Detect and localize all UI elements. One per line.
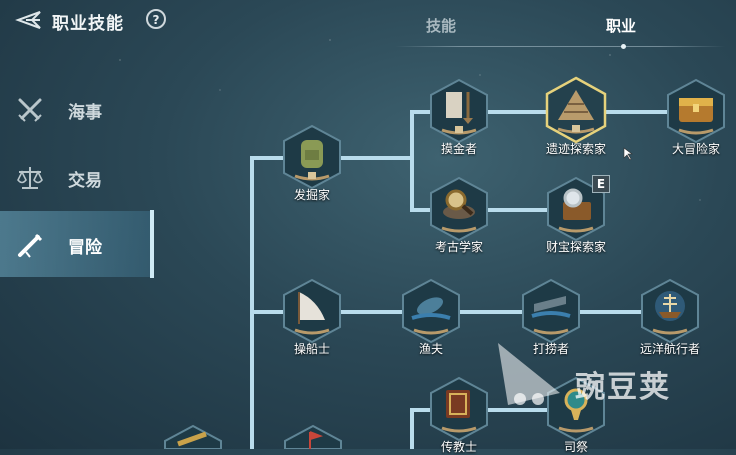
career-node-salvager[interactable]: 打捞者	[511, 278, 591, 357]
career-node-sailor[interactable]: 操船士	[272, 278, 352, 357]
mouse-cursor-icon	[623, 147, 633, 161]
tab-divider	[395, 46, 725, 47]
sidebar-item-label: 冒险	[68, 238, 102, 258]
chalice-icon	[547, 376, 605, 442]
treasure-chest-icon	[667, 78, 725, 144]
watermark-logo-icon	[498, 343, 560, 405]
tab-active-indicator	[621, 44, 626, 49]
page-title: 职业技能	[52, 14, 124, 34]
badge-equipped: E	[592, 175, 610, 193]
fish-icon	[402, 278, 460, 344]
career-node-gold-digger[interactable]: 摸金者	[419, 78, 499, 157]
career-node-great-adventurer[interactable]: 大冒险家	[656, 78, 736, 157]
help-button[interactable]: ?	[146, 9, 166, 29]
career-node-ocean-navigator[interactable]: 远洋航行者	[630, 278, 710, 357]
watermark-text: 豌豆荚	[575, 370, 671, 405]
sidebar-item-maritime[interactable]: 海事	[0, 76, 152, 142]
career-node-missionary[interactable]: 传教士	[419, 376, 499, 455]
sidebar-item-adventure[interactable]: 冒险	[0, 211, 152, 277]
sidebar-item-trade[interactable]: 交易	[0, 144, 152, 210]
sail-icon	[283, 278, 341, 344]
pyramid-icon	[545, 76, 607, 144]
back-arrow-icon[interactable]	[12, 8, 42, 32]
career-node-fisherman[interactable]: 渔夫	[391, 278, 471, 357]
sidebar-item-label: 交易	[68, 171, 102, 191]
career-node-treasure-explorer[interactable]: 财宝探索家	[536, 176, 616, 255]
magnifier-icon	[430, 176, 488, 242]
shipwreck-icon	[522, 278, 580, 344]
sidebar-item-label: 海事	[68, 103, 102, 123]
career-node-ruins-explorer[interactable]: 遗迹探索家	[536, 76, 616, 157]
treasure-magnifier-icon	[547, 176, 605, 242]
backpack-icon	[283, 124, 341, 190]
tab-career[interactable]: 职业	[606, 17, 637, 35]
spyglass-icon	[164, 424, 222, 449]
telescope-icon	[18, 233, 43, 258]
crossed-swords-icon	[18, 98, 42, 122]
scroll-shovel-icon	[430, 78, 488, 144]
flag-icon	[284, 424, 342, 449]
tab-skill[interactable]: 技能	[426, 17, 457, 35]
top-tab-bar: 技能 职业	[395, 0, 725, 49]
book-icon	[430, 376, 488, 442]
career-node-excavator[interactable]: 发掘家	[272, 124, 352, 203]
galleon-icon	[641, 278, 699, 344]
scales-icon	[17, 167, 43, 189]
career-node-archaeologist[interactable]: 考古学家	[419, 176, 499, 255]
sidebar-active-indicator	[150, 210, 154, 278]
